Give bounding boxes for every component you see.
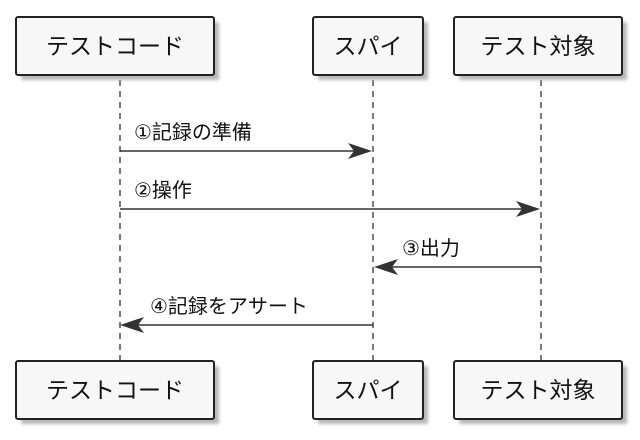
participant-label: スパイ <box>334 378 403 404</box>
arrow-head-left <box>120 317 144 333</box>
participants-top: テストコード スパイ テスト対象 <box>15 16 627 80</box>
lifelines <box>119 80 542 362</box>
message-label: ②操作 <box>134 178 192 202</box>
arrow-head-right <box>348 143 372 159</box>
message-3: ③出力 <box>374 236 541 275</box>
message-1: ①記録の準備 <box>120 120 372 159</box>
message-4: ④記録をアサート <box>120 294 373 333</box>
participant-label: スパイ <box>334 34 403 60</box>
message-label: ④記録をアサート <box>150 294 308 318</box>
participant-spy-top: スパイ <box>312 16 428 80</box>
participants-bottom: テストコード スパイ テスト対象 <box>15 360 627 424</box>
messages: ①記録の準備 ②操作 ③出力 ④記録をアサート <box>120 120 541 333</box>
participant-label: テスト対象 <box>481 34 596 60</box>
participant-spy-bottom: スパイ <box>312 360 428 424</box>
arrow-head-right <box>516 201 540 217</box>
arrow-head-left <box>374 259 398 275</box>
participant-label: テストコード <box>46 34 184 60</box>
message-label: ①記録の準備 <box>134 120 252 144</box>
message-2: ②操作 <box>120 178 540 217</box>
message-label: ③出力 <box>402 236 460 260</box>
participant-target-bottom: テスト対象 <box>453 360 627 424</box>
participant-test-code-bottom: テストコード <box>15 360 219 424</box>
participant-label: テストコード <box>46 378 184 404</box>
participant-label: テスト対象 <box>481 378 596 404</box>
participant-target-top: テスト対象 <box>453 16 627 80</box>
participant-test-code-top: テストコード <box>15 16 219 80</box>
